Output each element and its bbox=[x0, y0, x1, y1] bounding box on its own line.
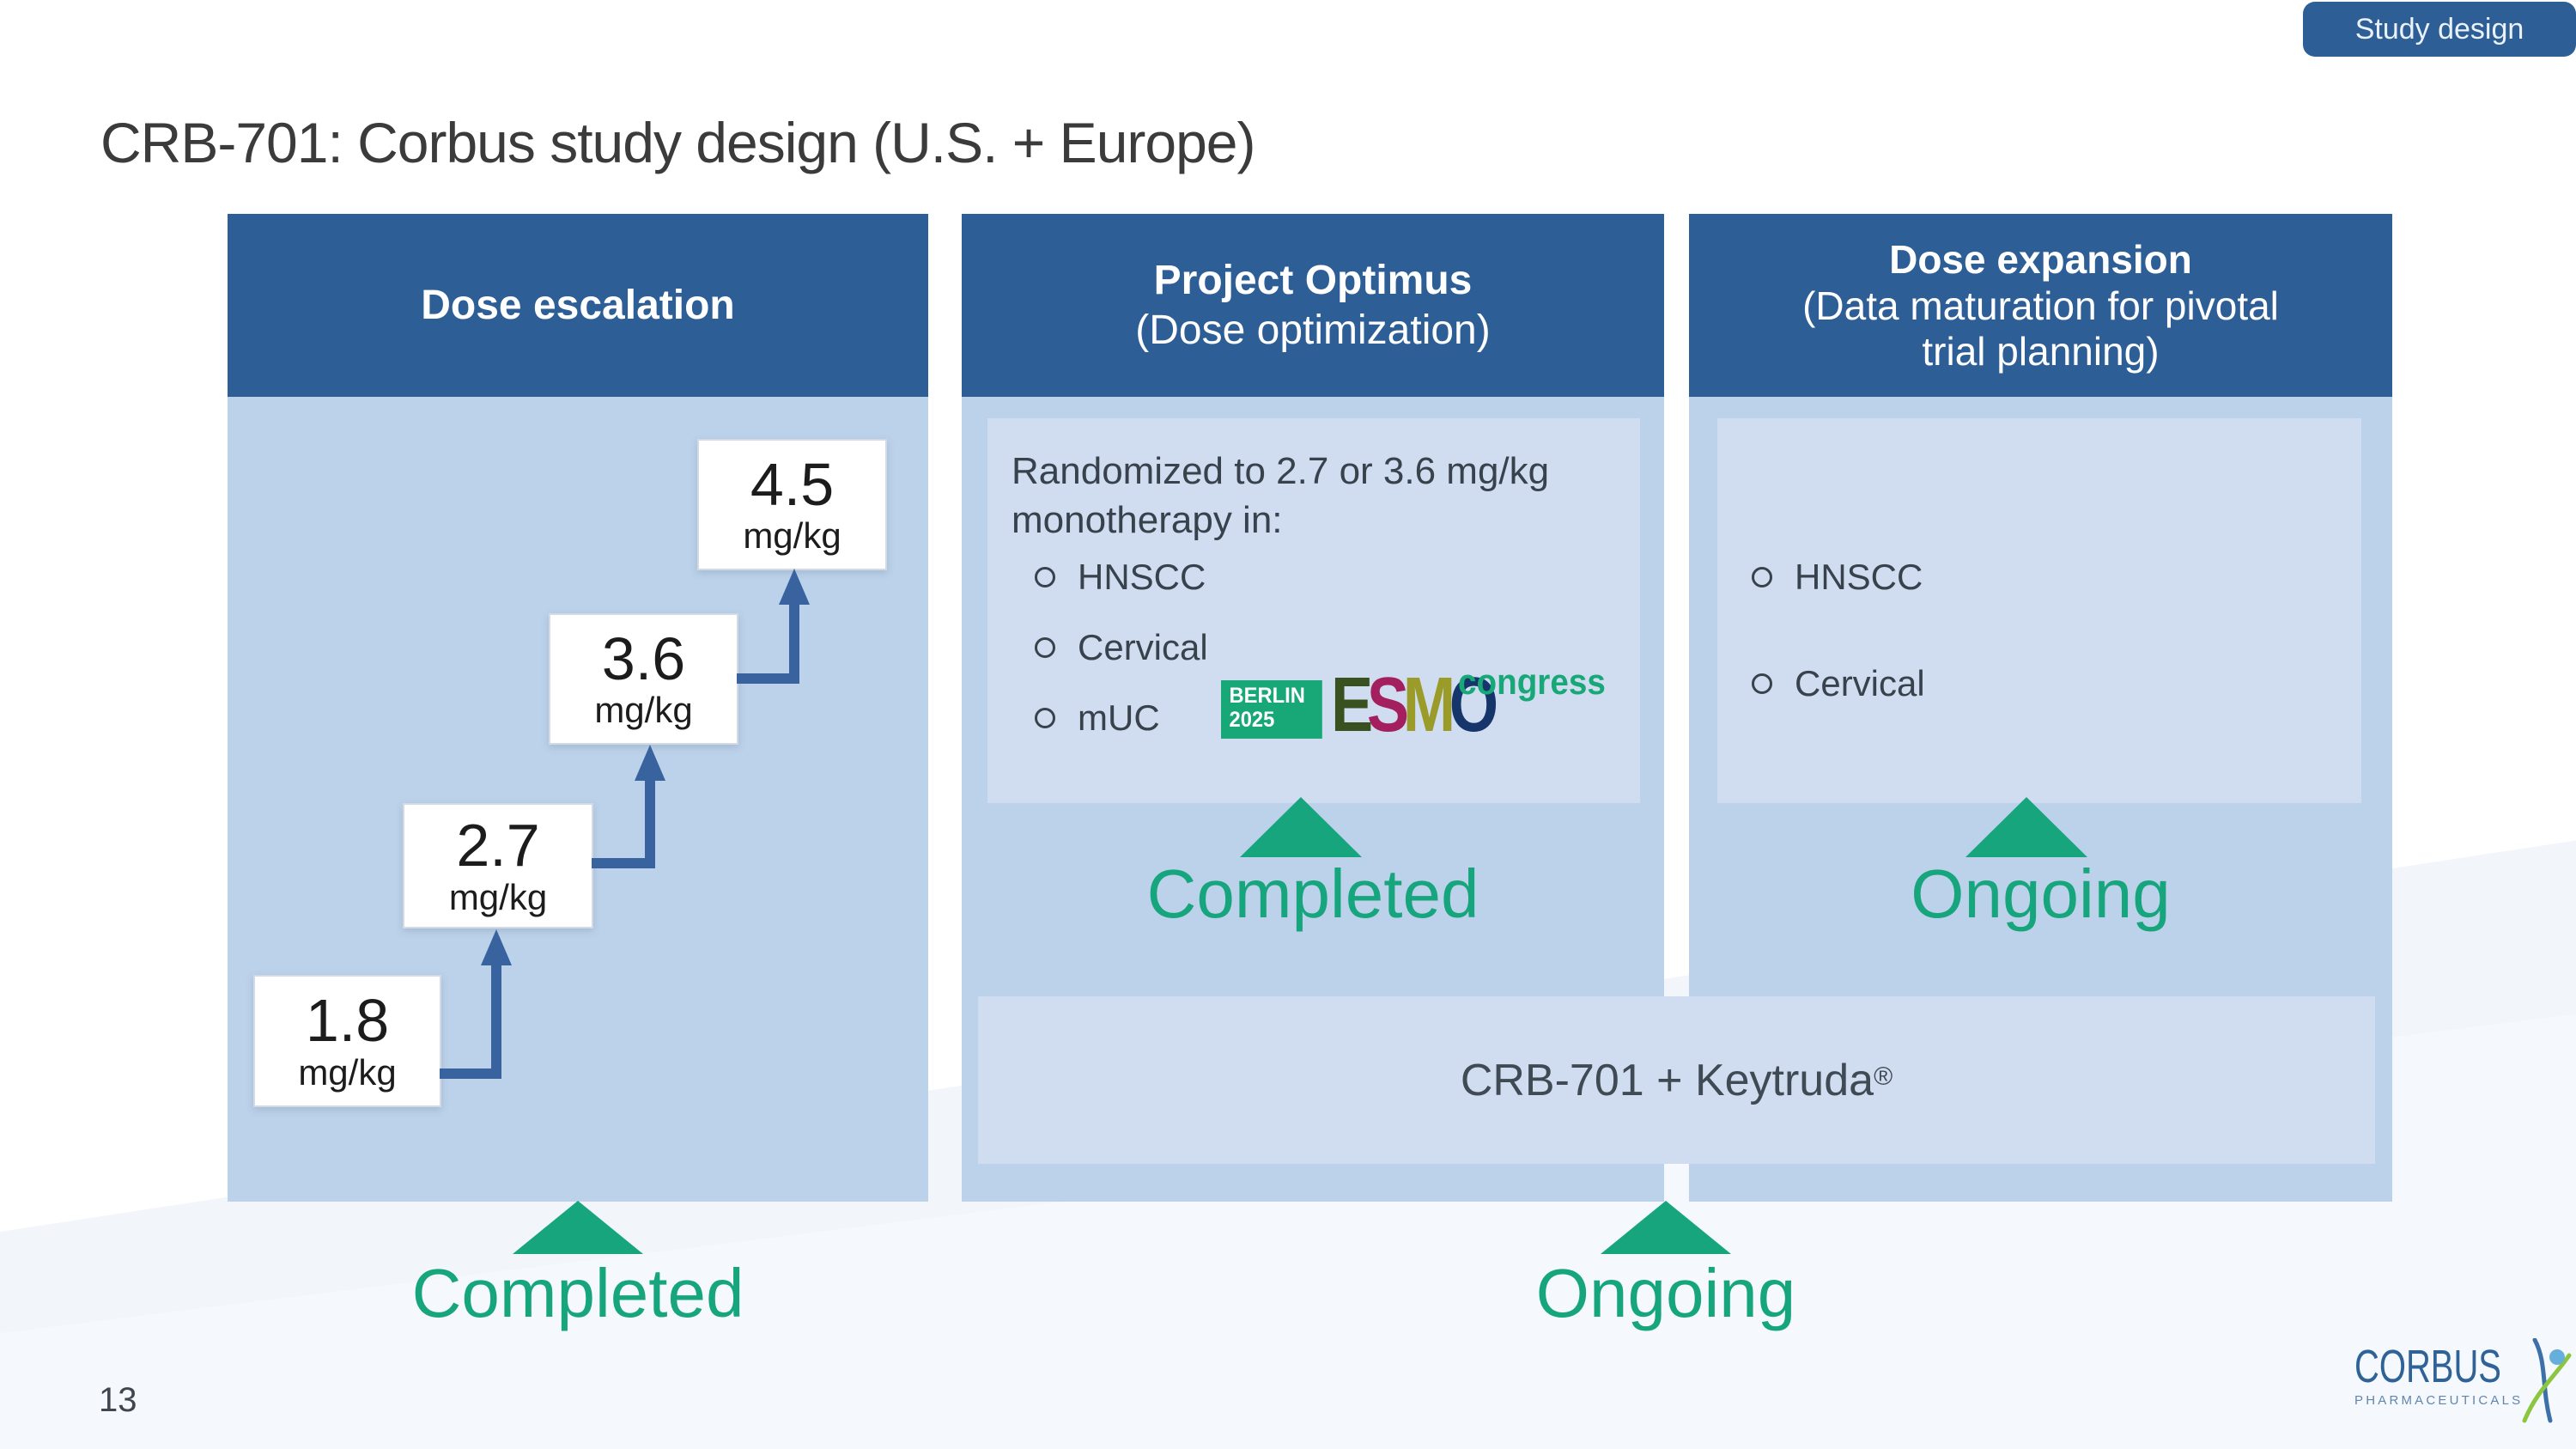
dose-box-2-7: 2.7 mg/kg bbox=[403, 803, 593, 928]
panel-project-optimus-title: Project Optimus bbox=[1153, 257, 1473, 303]
slide-title: CRB-701: Corbus study design (U.S. + Eur… bbox=[100, 111, 1255, 174]
dose-box-4-5: 4.5 mg/kg bbox=[697, 439, 887, 570]
corbus-logo-subtitle: PHARMACEUTICALS bbox=[2354, 1393, 2524, 1408]
esmo-letter-m: M bbox=[1402, 662, 1455, 748]
combo-status-label: Ongoing bbox=[1535, 1255, 1796, 1331]
panel-dose-expansion-title: Dose expansion bbox=[1889, 237, 2192, 283]
bullet-muc: mUC bbox=[1035, 697, 1160, 739]
dose-box-3-6: 3.6 mg/kg bbox=[549, 613, 738, 745]
expansion-status-label: Ongoing bbox=[1911, 855, 2171, 932]
panel-dose-expansion-subtitle-line2: trial planning) bbox=[1922, 329, 2160, 374]
bullet-cervical-expansion: Cervical bbox=[1752, 663, 1925, 704]
panel-dose-expansion-header: Dose expansion (Data maturation for pivo… bbox=[1689, 214, 2392, 397]
study-design-badge: Study design bbox=[2303, 2, 2576, 57]
dose-expansion-content-box bbox=[1717, 418, 2361, 803]
combo-ongoing-triangle-icon bbox=[1601, 1201, 1731, 1254]
panel-project-optimus-subtitle: (Dose optimization) bbox=[1135, 307, 1491, 353]
panel-dose-escalation-title: Dose escalation bbox=[421, 282, 735, 328]
escalation-status-label: Completed bbox=[411, 1255, 744, 1331]
corbus-logo-name: CORBUS bbox=[2354, 1341, 2501, 1392]
registered-mark: ® bbox=[1874, 1062, 1893, 1091]
page-number: 13 bbox=[99, 1381, 137, 1419]
bullet-circle-icon bbox=[1752, 673, 1772, 694]
escalation-completed-triangle-icon bbox=[513, 1201, 643, 1254]
esmo-letter-e: E bbox=[1331, 662, 1373, 748]
esmo-congress-label: congress bbox=[1458, 661, 1606, 702]
panel-dose-escalation-header: Dose escalation bbox=[228, 214, 928, 397]
esmo-year: 2025 bbox=[1229, 707, 1275, 732]
esmo-letter-o: O bbox=[1449, 662, 1498, 748]
randomization-text: Randomized to 2.7 or 3.6 mg/kg monothera… bbox=[1012, 447, 1549, 545]
dose-value: 3.6 bbox=[601, 624, 686, 692]
optimus-status-label: Completed bbox=[1146, 855, 1479, 932]
dose-unit: mg/kg bbox=[594, 690, 693, 731]
bullet-label: Cervical bbox=[1078, 627, 1208, 667]
esmo-berlin-box: BERLIN 2025 bbox=[1221, 680, 1322, 739]
bullet-hnscc: HNSCC bbox=[1035, 557, 1206, 598]
bullet-cervical: Cervical bbox=[1035, 627, 1208, 668]
randomization-line2: monotherapy in: bbox=[1012, 499, 1283, 542]
dose-value: 1.8 bbox=[305, 987, 390, 1055]
bullet-circle-icon bbox=[1035, 637, 1055, 658]
dose-box-1-8: 1.8 mg/kg bbox=[253, 975, 441, 1107]
bullet-label: HNSCC bbox=[1795, 557, 1923, 597]
combo-band-text: CRB-701 + Keytruda bbox=[1460, 1055, 1874, 1105]
bullet-label: HNSCC bbox=[1078, 557, 1206, 597]
esmo-wordmark: ESMO bbox=[1331, 667, 1498, 744]
study-design-badge-label: Study design bbox=[2354, 12, 2524, 46]
panel-dose-expansion-subtitle-line1: (Data maturation for pivotal bbox=[1802, 283, 2279, 329]
dose-value: 2.7 bbox=[456, 812, 540, 880]
bullet-circle-icon bbox=[1752, 567, 1772, 588]
randomization-line1: Randomized to 2.7 or 3.6 mg/kg bbox=[1012, 450, 1550, 492]
completed-triangle-icon bbox=[1240, 797, 1362, 857]
esmo-city: BERLIN bbox=[1229, 684, 1305, 708]
bullet-circle-icon bbox=[1035, 708, 1055, 728]
corbus-logo: CORBUS PHARMACEUTICALS bbox=[2354, 1338, 2576, 1438]
dose-unit: mg/kg bbox=[743, 515, 841, 557]
dose-unit: mg/kg bbox=[298, 1051, 397, 1093]
bullet-hnscc-expansion: HNSCC bbox=[1752, 557, 1923, 598]
panel-project-optimus-header: Project Optimus (Dose optimization) bbox=[962, 214, 1664, 397]
bullet-label: mUC bbox=[1078, 697, 1160, 738]
corbus-figure-icon bbox=[2522, 1338, 2572, 1423]
combo-band: CRB-701 + Keytruda® bbox=[978, 996, 2375, 1164]
bullet-label: Cervical bbox=[1795, 663, 1925, 703]
esmo-congress-logo: BERLIN 2025 ESMO congress bbox=[1221, 661, 1606, 749]
esmo-letter-s: S bbox=[1366, 662, 1409, 748]
project-optimus-content-box bbox=[987, 418, 1640, 803]
ongoing-triangle-icon bbox=[1965, 797, 2087, 857]
dose-unit: mg/kg bbox=[448, 876, 548, 917]
dose-value: 4.5 bbox=[750, 450, 835, 518]
bullet-circle-icon bbox=[1035, 567, 1055, 588]
